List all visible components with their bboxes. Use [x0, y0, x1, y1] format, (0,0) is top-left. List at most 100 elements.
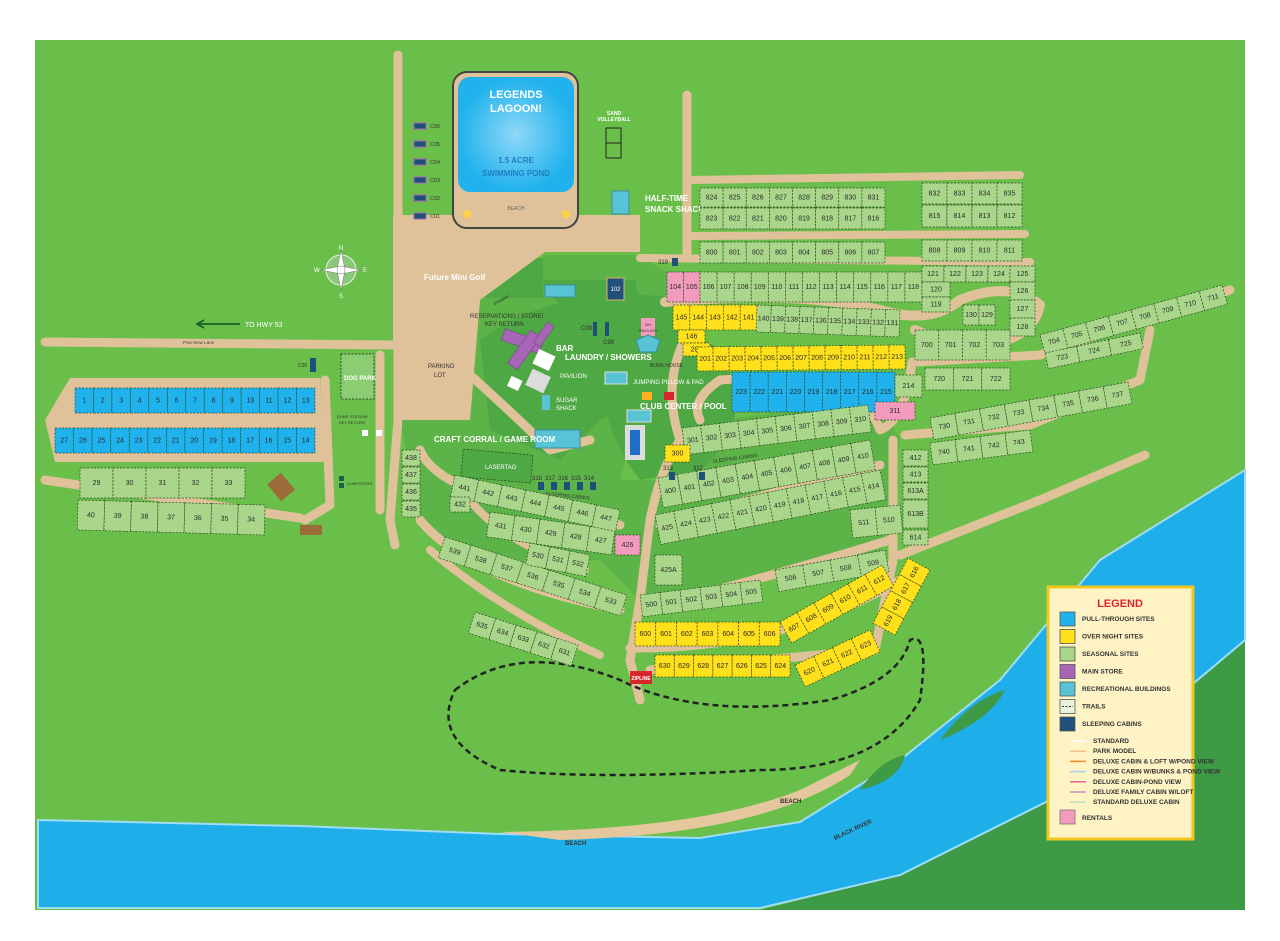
- campsite-612[interactable]: 612: [864, 564, 895, 596]
- campsite-436[interactable]: 436: [401, 483, 421, 501]
- campsite-614[interactable]: 614: [902, 529, 929, 546]
- campsite-409[interactable]: 409: [831, 443, 857, 477]
- campsite-720[interactable]: 720: [924, 367, 954, 391]
- campsite-530[interactable]: 530: [525, 542, 551, 569]
- campsite-708[interactable]: 708: [1130, 303, 1160, 330]
- campsite-401[interactable]: 401: [676, 470, 703, 505]
- campsite-702[interactable]: 702: [962, 329, 987, 361]
- campsite-736[interactable]: 736: [1078, 386, 1108, 414]
- campsite-303[interactable]: 303: [718, 420, 742, 451]
- campsite-423[interactable]: 423: [692, 503, 718, 538]
- campsite-811[interactable]: 811: [996, 239, 1023, 262]
- campsite-606[interactable]: 606: [758, 621, 781, 647]
- campsite-830[interactable]: 830: [838, 187, 863, 208]
- campsite-220[interactable]: 220: [785, 371, 805, 413]
- campsite-701[interactable]: 701: [938, 329, 963, 361]
- campsite-20[interactable]: 20: [184, 427, 204, 454]
- campsite-14[interactable]: 14: [296, 427, 316, 454]
- campsite-406[interactable]: 406: [773, 453, 799, 488]
- campsite-626[interactable]: 626: [731, 654, 752, 678]
- campsite-105[interactable]: 105: [683, 271, 701, 303]
- campsite-7[interactable]: 7: [185, 387, 205, 414]
- campsite-539[interactable]: 539: [437, 536, 472, 567]
- campsite-400[interactable]: 400: [657, 474, 683, 508]
- campsite-25[interactable]: 25: [91, 427, 112, 454]
- cabin-C98[interactable]: C98: [603, 322, 615, 346]
- campsite-538[interactable]: 538: [463, 544, 498, 575]
- campsite-119[interactable]: 119: [921, 296, 951, 313]
- campsite-630[interactable]: 630: [654, 654, 675, 678]
- campsite-16[interactable]: 16: [258, 427, 279, 454]
- campsite-134[interactable]: 134: [841, 307, 858, 336]
- campsite-804[interactable]: 804: [792, 241, 816, 264]
- campsite-819[interactable]: 819: [792, 207, 816, 230]
- campsite-223[interactable]: 223: [731, 371, 751, 413]
- campsite-613A[interactable]: 613A: [902, 482, 929, 500]
- cabin-315[interactable]: 315: [571, 476, 583, 490]
- campsite-144[interactable]: 144: [689, 304, 707, 331]
- campsite-2[interactable]: 2: [93, 387, 113, 414]
- campsite-429[interactable]: 429: [536, 518, 566, 548]
- campsite-803[interactable]: 803: [769, 241, 793, 264]
- campsite-532[interactable]: 532: [565, 550, 591, 577]
- campsite-140[interactable]: 140: [755, 304, 772, 333]
- campsite-618[interactable]: 618: [881, 590, 913, 620]
- cabin-318[interactable]: 318: [532, 476, 544, 490]
- campsite-18[interactable]: 18: [221, 427, 242, 454]
- campsite-1[interactable]: 1: [74, 387, 94, 414]
- campsite-700[interactable]: 700: [914, 329, 940, 361]
- campsite-605[interactable]: 605: [738, 621, 760, 647]
- campsite-608[interactable]: 608: [796, 602, 827, 634]
- campsite-629[interactable]: 629: [673, 654, 694, 678]
- campsite-146[interactable]: 146: [677, 329, 706, 344]
- campsite-807[interactable]: 807: [861, 241, 886, 264]
- campsite-812[interactable]: 812: [996, 204, 1023, 228]
- campsite-34[interactable]: 34: [237, 503, 266, 536]
- campsite-801[interactable]: 801: [722, 241, 747, 264]
- campsite-132[interactable]: 132: [870, 308, 887, 337]
- campsite-126[interactable]: 126: [1009, 281, 1036, 301]
- campsite-743[interactable]: 743: [1004, 429, 1034, 456]
- campsite-813[interactable]: 813: [971, 204, 998, 228]
- campsite-706[interactable]: 706: [1085, 315, 1114, 343]
- campsite-810[interactable]: 810: [971, 239, 998, 262]
- campsite-35[interactable]: 35: [210, 503, 239, 535]
- campsite-310[interactable]: 310: [849, 404, 872, 435]
- campsite-428[interactable]: 428: [561, 522, 591, 552]
- campsite-3[interactable]: 3: [111, 387, 131, 414]
- campsite-139[interactable]: 139: [769, 305, 786, 334]
- campsite-815[interactable]: 815: [921, 204, 948, 228]
- campsite-704[interactable]: 704: [1039, 328, 1069, 355]
- campsite-104[interactable]: 104: [666, 271, 684, 303]
- campsite-203[interactable]: 203: [728, 346, 746, 372]
- campsite-11[interactable]: 11: [259, 387, 279, 414]
- campsite-309[interactable]: 309: [830, 406, 854, 437]
- campsite-827[interactable]: 827: [769, 187, 793, 208]
- campsite-835[interactable]: 835: [996, 182, 1023, 205]
- campsite-816[interactable]: 816: [861, 207, 886, 230]
- campsite-304[interactable]: 304: [737, 418, 761, 449]
- campsite-731[interactable]: 731: [954, 408, 984, 436]
- campsite-610[interactable]: 610: [830, 583, 861, 615]
- campsite-302[interactable]: 302: [700, 423, 723, 453]
- campsite-129[interactable]: 129: [978, 304, 996, 326]
- campsite-415[interactable]: 415: [842, 473, 868, 508]
- campsite-404[interactable]: 404: [734, 460, 761, 495]
- campsite-206[interactable]: 206: [776, 345, 794, 371]
- campsite-616[interactable]: 616: [898, 557, 931, 587]
- campsite-138[interactable]: 138: [784, 305, 801, 334]
- campsite-735[interactable]: 735: [1053, 390, 1083, 418]
- campsite-741[interactable]: 741: [954, 436, 984, 462]
- campsite-822[interactable]: 822: [722, 207, 747, 230]
- campsite-208[interactable]: 208: [808, 345, 826, 371]
- campsite-142[interactable]: 142: [723, 304, 741, 331]
- campsite-210[interactable]: 210: [840, 345, 858, 370]
- campsite-410[interactable]: 410: [850, 439, 876, 474]
- campsite-306[interactable]: 306: [774, 413, 798, 444]
- campsite-617[interactable]: 617: [890, 573, 922, 603]
- campsite-221[interactable]: 221: [767, 371, 787, 413]
- cabin-C99[interactable]: C99: [581, 322, 597, 336]
- campsite-425[interactable]: 425: [654, 510, 681, 545]
- campsite-711[interactable]: 711: [1198, 284, 1228, 311]
- campsite-17[interactable]: 17: [240, 427, 260, 454]
